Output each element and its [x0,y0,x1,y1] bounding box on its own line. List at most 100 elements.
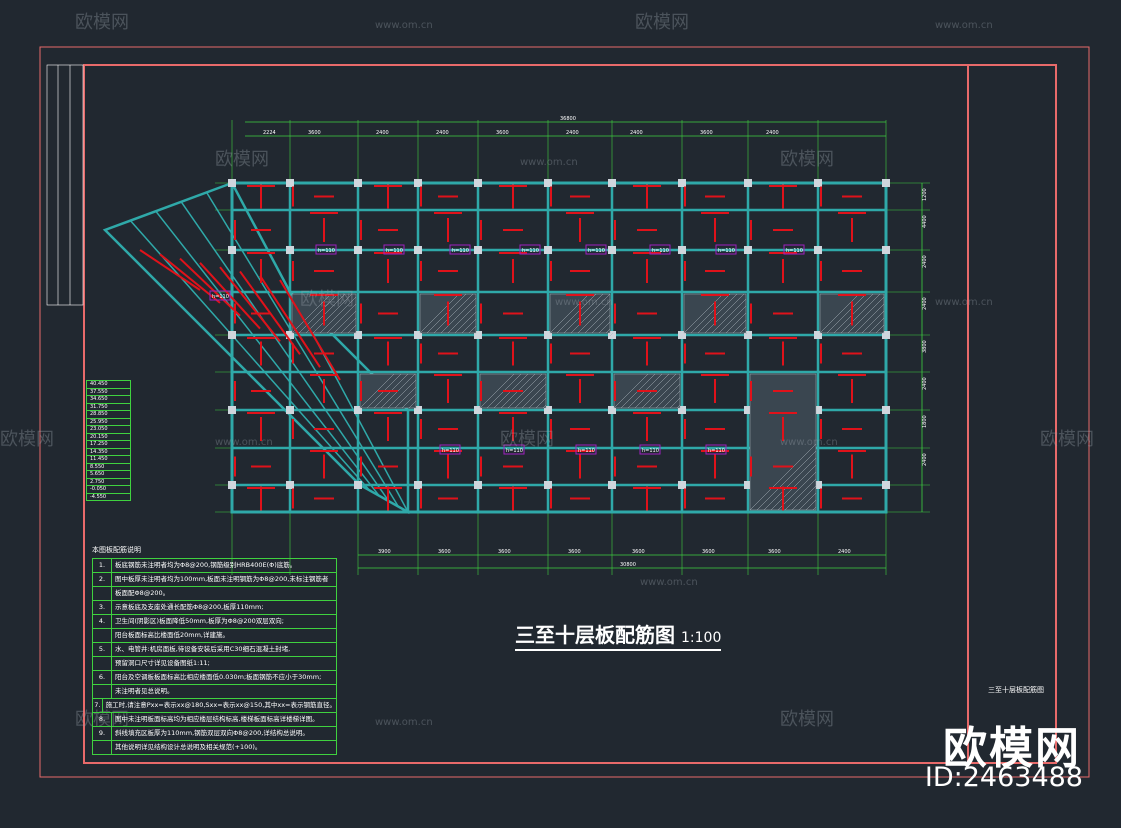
note-row: 8.图中未注明板面标高均为相应楼层结构标高,楼梯板面标高详楼梯详图。 [93,712,336,726]
column [882,331,890,339]
thickness-tag-box [639,444,661,455]
note-text: 水、电管井:机房面板,待设备安装后采用C30细石混凝土封堵, [115,645,291,653]
hatch-line [333,310,357,334]
note-text: 图中板厚未注明者均为100mm,板面未注明钢筋为Φ8@200,未标注钢筋者 [115,575,329,583]
hatch-line [739,326,747,334]
hatch-line [549,293,590,334]
column [744,481,752,489]
hatch-line [718,305,747,334]
column [814,406,822,414]
hatch-line [669,397,681,409]
bottom-dim-label: 3600 [768,549,781,555]
thickness-tag-box [209,290,231,301]
note-text: 板底钢筋未注明者均为Φ8@200,钢筋级别HRB400E(Φ)底筋。 [115,561,297,569]
column [286,331,294,339]
thickness-tag: h=110 [718,248,735,254]
thickness-tag: h=110 [452,248,469,254]
column [608,246,616,254]
hatch-line [840,293,881,334]
wing-beam [205,192,400,507]
right-dim-label: 1200 [922,188,928,201]
hatch-line [697,293,738,334]
note-number: 7. [93,699,103,712]
hatch-line [507,373,543,409]
watermark-text: www.om.cn [520,157,578,168]
watermark-text: 欧模网 [780,149,834,170]
hatch-line [347,324,357,334]
column [228,481,236,489]
bottom-dim-label: 3600 [438,549,451,555]
column [882,406,890,414]
column [474,331,482,339]
hatch-line [447,304,477,334]
hatch-line [847,296,885,334]
column [228,179,236,187]
right-dim-label: 3800 [922,340,928,353]
note-text: 阳台板面标高比楼面低20mm,详建施。 [115,631,230,639]
top-dim-label: 3600 [308,130,321,136]
column [414,406,422,414]
inner-frame [83,64,1057,764]
column [414,179,422,187]
column [678,331,686,339]
hatch-line [613,373,649,409]
note-number [93,657,112,670]
note-number [93,587,112,600]
hatch-line [577,300,611,334]
thickness-tag-box [439,444,461,455]
asset-id: ID:2463488 [924,762,1083,793]
thickness-tag: h=110 [212,294,229,300]
thickness-tag-box [575,444,597,455]
watermark-text: www.om.cn [935,297,993,308]
bottom-dim-label: 3600 [702,549,715,555]
hatch-line [861,310,885,334]
hatch-line [819,293,860,334]
column [474,406,482,414]
column [678,179,686,187]
hatch-line [340,317,357,334]
notes-table: 1.板底钢筋未注明者均为Φ8@200,钢筋级别HRB400E(Φ)底筋。2.图中… [92,558,337,755]
drawing-title-text: 三至十层板配筋图 [515,623,675,647]
rebar-notes: 本图板配筋说明 1.板底钢筋未注明者均为Φ8@200,钢筋级别HRB400E(Φ… [92,545,337,755]
note-row: 5.水、电管井:机房面板,待设备安装后采用C30细石混凝土封堵, [93,642,336,656]
column [354,246,362,254]
column [228,406,236,414]
note-number: 4. [93,615,112,628]
column [608,331,616,339]
watermark-text: 欧模网 [780,709,834,730]
hatch-line [387,379,417,409]
wing-rebar [239,270,301,355]
bottom-dim-label: 2400 [838,549,851,555]
hatch-line [359,373,395,409]
wing-beam [104,229,361,486]
hatch-line [419,293,460,334]
top-dim-label: 2400 [766,130,779,136]
hatch-line [440,297,477,334]
hatch-line [535,397,547,409]
hatch-line [662,390,681,409]
bottom-dim-label: 3600 [632,549,645,555]
top-dim-label: 2224 [263,130,276,136]
column [474,481,482,489]
column [882,246,890,254]
hatch-line [542,404,547,409]
hatch-line [312,293,353,334]
top-dim-label: 2400 [630,130,643,136]
right-dim-label: 2400 [922,453,928,466]
right-dim-label: 2400 [922,255,928,268]
hatch-line [291,293,332,334]
wing-beam [129,220,371,491]
column [544,406,552,414]
watermark-text: 欧模网 [300,289,354,310]
column [814,481,822,489]
hatch-line [454,311,477,334]
wing-rebar [279,279,341,381]
thickness-tag-box [449,244,471,255]
hatch-line [394,386,417,409]
hatch-line [468,325,477,334]
watermark-text: 欧模网 [1040,429,1094,450]
note-row: 9.斜线填充区板厚为110mm,钢筋双层双向Φ8@200,详结构总说明。 [93,726,336,740]
axis-grid [215,120,930,575]
